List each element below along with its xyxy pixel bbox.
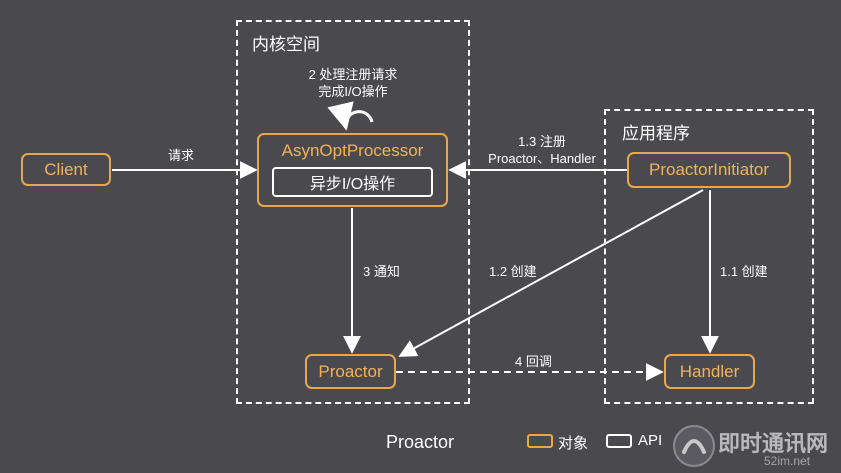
label-step11: 1.1 创建 <box>720 264 768 279</box>
label-step2: 2 处理注册请求 完成I/O操作 <box>296 66 410 100</box>
application-title: 应用程序 <box>622 124 690 143</box>
label-step2-line1: 2 处理注册请求 <box>308 67 398 82</box>
proactor-node: Proactor <box>305 354 396 389</box>
label-step2-line2: 完成I/O操作 <box>318 84 388 99</box>
watermark-url: 52im.net <box>764 454 811 468</box>
application-region: 应用程序 <box>604 109 814 404</box>
label-step4: 4 回调 <box>515 354 552 369</box>
legend-object-swatch <box>527 434 553 448</box>
asyn-opt-processor-label: AsynOptProcessor <box>281 141 424 160</box>
watermark: 即时通讯网 52im.net <box>672 422 838 470</box>
proactor-initiator-node: ProactorInitiator <box>627 152 791 188</box>
label-step12: 1.2 创建 <box>489 264 537 279</box>
label-step13-line2: Proactor、Handler <box>488 151 596 166</box>
label-request: 请求 <box>168 148 195 163</box>
label-step13: 1.3 注册 Proactor、Handler <box>476 133 608 167</box>
async-io-api: 异步I/O操作 <box>272 167 433 197</box>
legend-api-label: API <box>638 432 663 449</box>
kernel-space-title: 内核空间 <box>252 35 320 54</box>
legend-api-swatch <box>606 434 632 448</box>
legend-object-label: 对象 <box>558 435 589 452</box>
kernel-space-region: 内核空间 <box>236 20 470 404</box>
legend-title: Proactor <box>386 432 455 452</box>
label-step13-line1: 1.3 注册 <box>518 134 566 149</box>
watermark-brand: 即时通讯网 <box>718 431 829 456</box>
edge-create-proactor <box>398 189 704 357</box>
edge-self-loop <box>327 101 374 131</box>
watermark-logo-icon <box>673 425 715 467</box>
client-node: Client <box>21 153 111 186</box>
handler-node: Handler <box>664 354 755 389</box>
label-step3: 3 通知 <box>363 264 400 279</box>
